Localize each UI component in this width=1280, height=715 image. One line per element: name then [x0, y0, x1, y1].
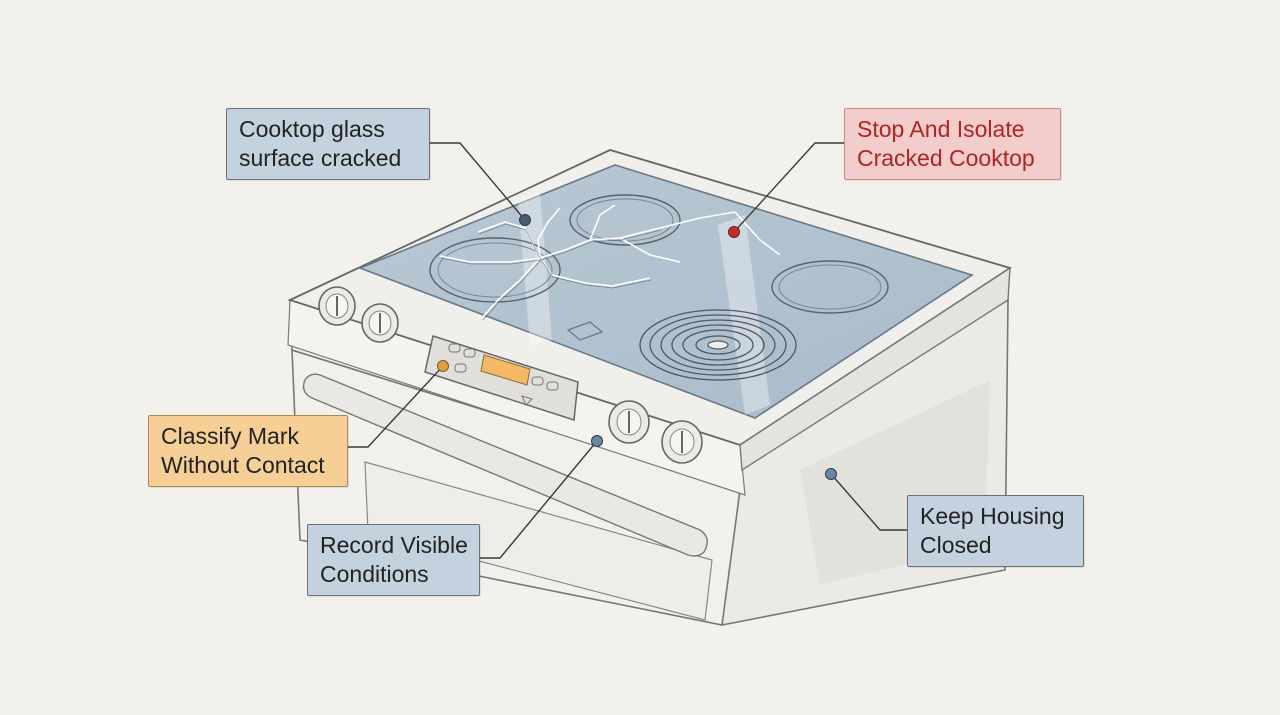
coil-burner-front-right	[639, 309, 797, 381]
marker-dot	[825, 468, 837, 480]
leader-stop-isolate	[733, 142, 844, 233]
marker-dot	[519, 214, 531, 226]
glass-crack-shadow	[440, 223, 662, 321]
leader-record-conditions	[480, 440, 598, 559]
cooktop-edge	[739, 266, 1011, 472]
burner-front-left	[429, 237, 561, 303]
burner-back-right	[771, 260, 889, 314]
panel-button	[546, 381, 559, 391]
digital-display	[480, 354, 531, 386]
panel-button	[463, 348, 476, 358]
callout-record-conditions: Record Visible Conditions	[307, 524, 480, 596]
control-display-panel	[424, 335, 579, 421]
oven-handle	[302, 373, 708, 557]
callout-line: Classify Mark	[161, 423, 300, 449]
callout-stop-isolate: Stop And Isolate Cracked Cooktop	[844, 108, 1061, 180]
control-knob[interactable]	[661, 420, 703, 464]
callout-line: Stop And Isolate	[857, 116, 1025, 142]
marker-dot-red	[728, 226, 740, 238]
marker-dot	[591, 435, 603, 447]
oven-door-panel	[364, 461, 713, 621]
callout-line: surface cracked	[239, 145, 402, 171]
callout-line: Cooktop glass	[239, 116, 385, 142]
callout-line: Without Contact	[161, 452, 325, 478]
callout-line: Record Visible	[320, 532, 468, 558]
hot-surface-indicator	[566, 321, 604, 341]
leader-lines	[348, 142, 907, 559]
callout-keep-housing: Keep Housing Closed	[907, 495, 1084, 567]
panel-button	[531, 376, 544, 386]
leader-cooktop-crack	[430, 142, 526, 221]
callout-line: Conditions	[320, 561, 429, 587]
glass-reflection	[718, 215, 770, 415]
callout-line: Cracked Cooktop	[857, 145, 1035, 171]
panel-arrow-icon	[521, 395, 533, 406]
marker-dot-orange	[437, 360, 449, 372]
callout-classify-mark: Classify Mark Without Contact	[148, 415, 348, 487]
leader-keep-housing	[830, 473, 907, 531]
callout-line: Keep Housing	[920, 503, 1065, 529]
control-knob[interactable]	[318, 286, 356, 326]
callout-cooktop-crack: Cooktop glass surface cracked	[226, 108, 430, 180]
panel-button	[448, 343, 461, 353]
control-knob[interactable]	[361, 303, 399, 343]
callout-line: Closed	[920, 532, 992, 558]
control-knob[interactable]	[608, 400, 650, 444]
leader-classify-mark	[348, 365, 444, 448]
glass-cooktop	[357, 164, 974, 419]
panel-button	[454, 363, 467, 373]
